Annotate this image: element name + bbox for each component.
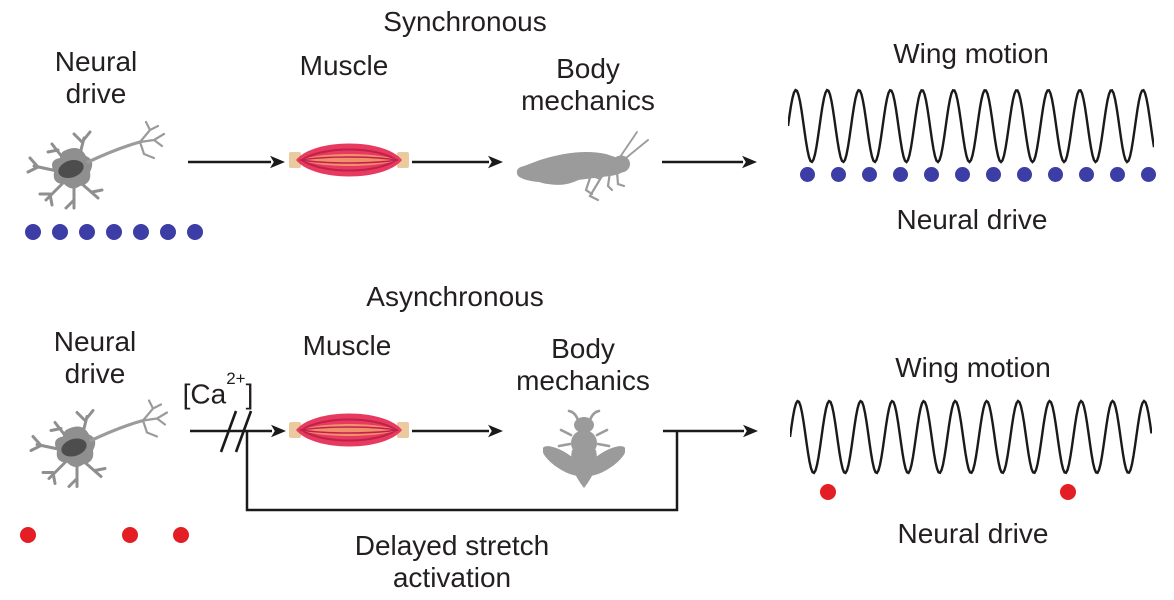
break-slash bbox=[234, 410, 253, 453]
async-wave-neural-drive-label: Neural drive bbox=[897, 518, 1049, 549]
tendon-right bbox=[397, 152, 409, 168]
muscle-fiber-line bbox=[299, 426, 399, 434]
muscle-icon-async bbox=[289, 413, 409, 447]
arrow-async-muscle-to-body bbox=[412, 424, 503, 438]
tendon-left bbox=[289, 422, 301, 438]
calcium-open: [Ca bbox=[182, 378, 227, 410]
sync-neural-drive-label: Neural drive bbox=[54, 46, 138, 109]
arrow-sync-neuron-to-muscle bbox=[188, 155, 285, 169]
fly-icon bbox=[543, 409, 625, 488]
async-title: Asynchronous bbox=[366, 281, 544, 312]
legs bbox=[557, 428, 611, 448]
async-neural-drive-label: Neural drive bbox=[53, 326, 137, 389]
arrow-async-neuron-to-muscle-broken bbox=[190, 410, 286, 453]
neuron-icon-async bbox=[29, 399, 169, 488]
wing-motion-wave-sync bbox=[788, 88, 1154, 164]
nucleus bbox=[58, 159, 84, 179]
break-slash bbox=[219, 410, 238, 453]
axon bbox=[86, 140, 142, 164]
neuron-icon-sync bbox=[26, 120, 166, 210]
arrow-async-body-to-wing bbox=[663, 424, 758, 438]
wing-motion-wave-async bbox=[790, 399, 1152, 475]
calcium-superscript: 2+ bbox=[226, 369, 246, 388]
sync-wave-neural-drive-label: Neural drive bbox=[896, 204, 1048, 235]
nucleus bbox=[61, 438, 87, 457]
dendrites bbox=[29, 409, 107, 488]
async-body-mechanics-label: Body mechanics bbox=[516, 333, 650, 396]
body bbox=[516, 152, 627, 183]
calcium-label: [Ca2+] bbox=[168, 369, 268, 410]
muscle-fiber-line bbox=[299, 156, 399, 164]
wave-path bbox=[788, 88, 1154, 164]
tendon-left bbox=[289, 152, 301, 168]
calcium-close: ] bbox=[245, 378, 254, 410]
wave-path bbox=[790, 399, 1152, 475]
head bbox=[574, 417, 594, 433]
sync-title: Synchronous bbox=[383, 6, 547, 37]
tendon-right bbox=[397, 422, 409, 438]
grasshopper-icon bbox=[516, 131, 649, 202]
async-muscle-label: Muscle bbox=[302, 330, 392, 361]
dendrites bbox=[26, 130, 104, 210]
abdomen bbox=[571, 448, 597, 488]
legs bbox=[584, 170, 626, 202]
arrow-sync-muscle-to-body bbox=[412, 155, 503, 169]
sync-body-mechanics-label: Body mechanics bbox=[521, 53, 655, 116]
sync-wing-motion-label: Wing motion bbox=[893, 38, 1049, 69]
muscle-icon-sync bbox=[289, 143, 409, 177]
delayed-stretch-activation-label: Delayed stretch activation bbox=[354, 530, 550, 593]
axon bbox=[89, 418, 145, 443]
async-wing-motion-label: Wing motion bbox=[895, 352, 1051, 383]
axon-terminals bbox=[138, 120, 166, 160]
arrow-sync-body-to-wing bbox=[662, 155, 757, 169]
sync-muscle-label: Muscle bbox=[299, 50, 389, 81]
antennae bbox=[567, 409, 601, 422]
head bbox=[612, 155, 630, 173]
axon-terminals bbox=[141, 399, 169, 438]
feedback-loop-line bbox=[245, 432, 679, 512]
